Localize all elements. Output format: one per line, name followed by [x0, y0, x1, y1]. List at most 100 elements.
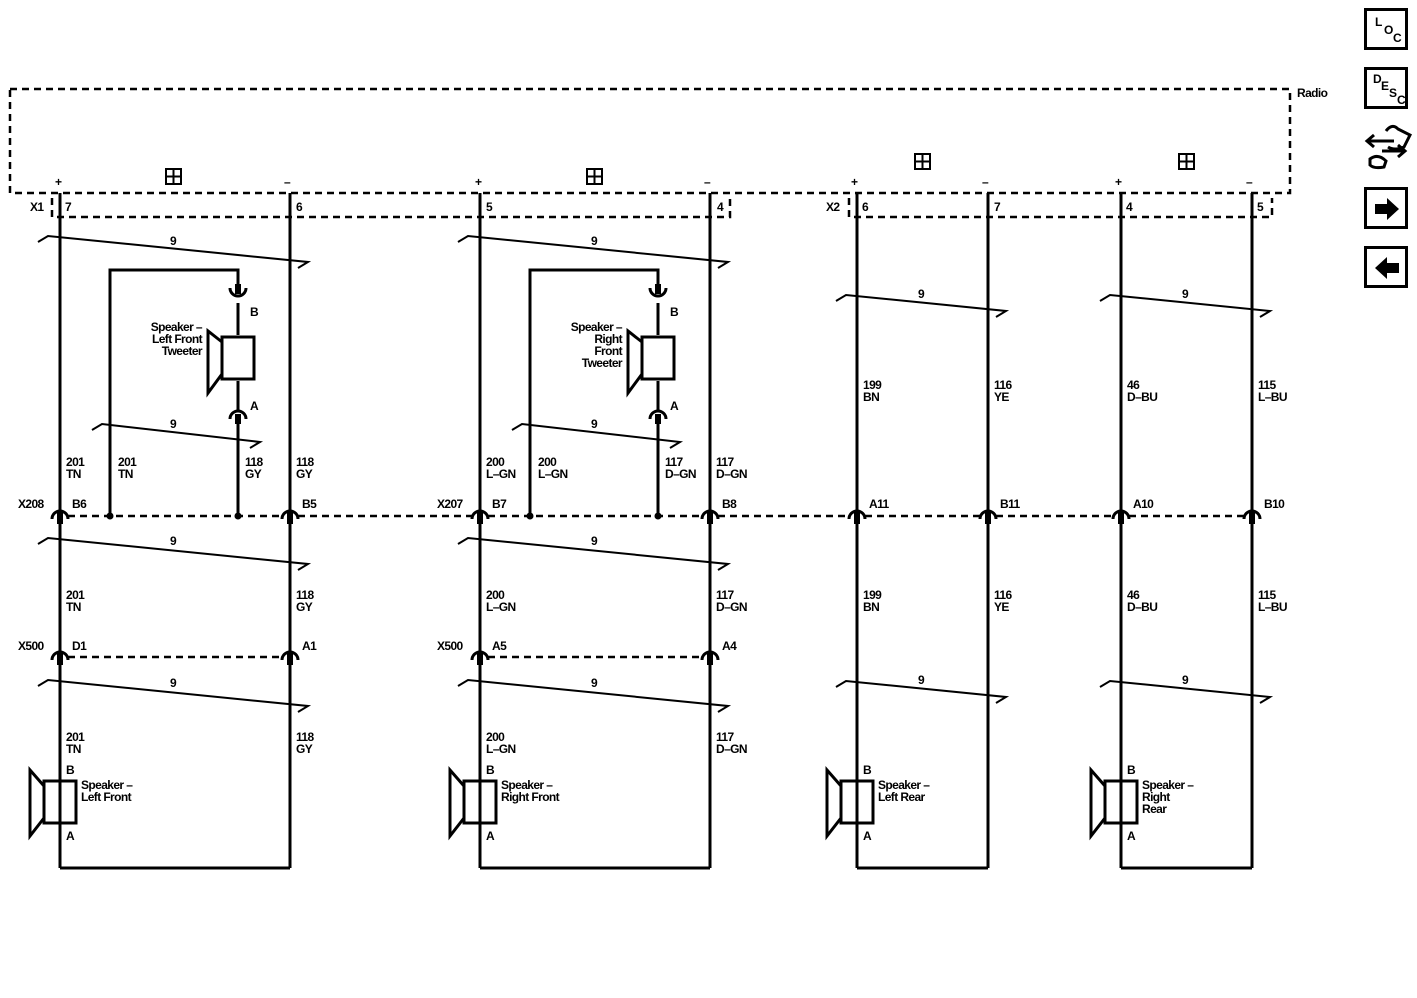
pin-label: 5 [1257, 200, 1264, 214]
polarity-plus: + [475, 175, 482, 189]
twist-label: 9 [591, 417, 598, 431]
svg-text:Speaker –: Speaker – [1142, 778, 1194, 792]
terminal-label: A [670, 399, 679, 413]
svg-text:199: 199 [863, 378, 882, 392]
polarity-minus: – [704, 175, 711, 189]
pin-label: B10 [1264, 497, 1285, 511]
connector-view-button[interactable] [1364, 121, 1413, 171]
svg-text:118: 118 [245, 455, 263, 469]
polarity-minus: – [284, 175, 291, 189]
location-button[interactable]: L O C [1364, 8, 1408, 50]
pin-label: D1 [72, 639, 87, 653]
svg-text:201: 201 [66, 455, 85, 469]
svg-text:D–GN: D–GN [716, 467, 747, 481]
svg-text:Left Front: Left Front [152, 332, 203, 346]
connector-x2: X2 6 7 4 5 [826, 198, 1274, 219]
radio-module: Radio + – + – + – + – [8, 86, 1328, 195]
pin-label: A11 [869, 497, 889, 511]
svg-text:118: 118 [296, 455, 314, 469]
svg-text:TN: TN [66, 600, 81, 614]
speaker-right-front-tweeter: B A Speaker – Right Front Tweeter [571, 305, 680, 413]
terminal-label: A [1127, 829, 1136, 843]
desc-d: D [1373, 72, 1382, 86]
svg-text:201: 201 [66, 730, 85, 744]
svg-text:Right: Right [594, 332, 622, 346]
speaker-right-rear: B A Speaker – Right Rear [1089, 763, 1195, 843]
svg-text:201: 201 [118, 455, 137, 469]
arrow-left-icon [1375, 257, 1399, 279]
svg-text:118: 118 [296, 588, 314, 602]
svg-text:YE: YE [994, 600, 1009, 614]
svg-text:Tweeter: Tweeter [162, 344, 203, 358]
pin-label: B11 [1000, 497, 1020, 511]
next-page-button[interactable] [1364, 187, 1408, 229]
audio-output-icon [914, 153, 931, 170]
harness-connector-icon [1364, 124, 1413, 170]
twist-label: 9 [170, 676, 177, 690]
terminal-label: B [863, 763, 872, 777]
svg-text:GY: GY [296, 467, 313, 481]
svg-text:Front: Front [594, 344, 622, 358]
pin-label: 6 [296, 200, 303, 214]
svg-text:Speaker –: Speaker – [571, 320, 623, 334]
svg-text:117: 117 [716, 588, 734, 602]
svg-text:L–GN: L–GN [538, 467, 568, 481]
svg-text:Left Front: Left Front [81, 790, 132, 804]
terminal-label: A [66, 829, 75, 843]
previous-page-button[interactable] [1364, 246, 1408, 288]
connector-label: X2 [826, 200, 840, 214]
svg-text:116: 116 [994, 588, 1012, 602]
svg-text:BN: BN [863, 600, 879, 614]
connector-label: X1 [30, 200, 44, 214]
svg-text:Speaker –: Speaker – [878, 778, 930, 792]
svg-text:D–GN: D–GN [665, 467, 696, 481]
svg-text:118: 118 [296, 730, 314, 744]
svg-text:D–GN: D–GN [716, 742, 747, 756]
pin-label: 4 [1126, 200, 1133, 214]
svg-text:200: 200 [538, 455, 557, 469]
terminal-label: B [670, 305, 679, 319]
svg-text:199: 199 [863, 588, 882, 602]
twisted-pair-markers [37, 234, 1274, 713]
connector-terminals [50, 284, 1262, 665]
svg-text:TN: TN [66, 742, 81, 756]
terminal-label: B [250, 305, 259, 319]
svg-text:Speaker –: Speaker – [151, 320, 203, 334]
desc-s: S [1389, 86, 1398, 100]
pin-label: A4 [722, 639, 737, 653]
speaker-left-rear: B A Speaker – Left Rear [825, 763, 931, 843]
svg-text:Rear: Rear [1142, 802, 1167, 816]
audio-output-icon [586, 168, 603, 185]
polarity-minus: – [982, 175, 989, 189]
svg-text:D–BU: D–BU [1127, 600, 1157, 614]
svg-text:117: 117 [665, 455, 683, 469]
desc-e: E [1381, 79, 1390, 93]
svg-text:TN: TN [66, 467, 81, 481]
svg-text:GY: GY [296, 600, 313, 614]
svg-text:Right: Right [1142, 790, 1170, 804]
svg-text:115: 115 [1258, 588, 1276, 602]
description-button[interactable]: D E S C [1364, 67, 1408, 109]
svg-text:200: 200 [486, 730, 505, 744]
pin-label: 5 [486, 200, 493, 214]
audio-output-icon [165, 168, 182, 185]
svg-text:200: 200 [486, 455, 505, 469]
svg-text:201: 201 [66, 588, 85, 602]
svg-text:Tweeter: Tweeter [582, 356, 623, 370]
svg-text:116: 116 [994, 378, 1012, 392]
pin-label: 4 [717, 200, 724, 214]
twist-label: 9 [1182, 673, 1189, 687]
loc-c: C [1393, 31, 1402, 45]
polarity-plus: + [1115, 175, 1122, 189]
connector-label: X208 [18, 497, 45, 511]
loc-l: L [1375, 15, 1383, 29]
svg-text:YE: YE [994, 390, 1009, 404]
twist-label: 9 [918, 287, 925, 301]
svg-text:115: 115 [1258, 378, 1276, 392]
pin-label: 7 [65, 200, 72, 214]
connector-label: X500 [18, 639, 45, 653]
speaker-right-front: B A Speaker – Right Front [448, 763, 560, 843]
twist-label: 9 [591, 534, 598, 548]
connector-x1: X1 7 6 5 4 [30, 198, 732, 219]
